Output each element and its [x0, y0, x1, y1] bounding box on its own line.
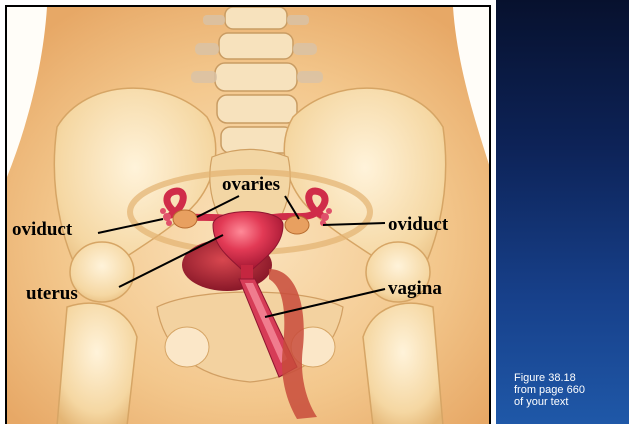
label-uterus: uterus [26, 284, 78, 303]
anatomy-figure: ovaries oviduct oviduct uterus vagina [5, 5, 491, 424]
figure-caption: Figure 38.18 from page 660 of your text [514, 372, 626, 408]
label-vagina: vagina [388, 279, 442, 298]
label-oviduct-right: oviduct [388, 215, 448, 234]
label-ovaries: ovaries [222, 175, 280, 194]
caption-line-3: of your text [514, 396, 626, 408]
caption-line-2: from page 660 [514, 384, 626, 396]
side-panel [496, 0, 629, 424]
label-oviduct-left: oviduct [12, 220, 72, 239]
caption-line-1: Figure 38.18 [514, 372, 626, 384]
